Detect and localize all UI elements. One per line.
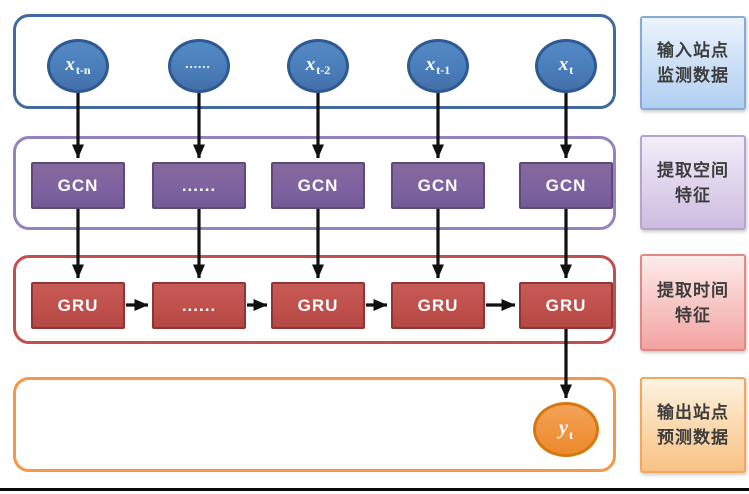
side-label-output-data: 输出站点 预测数据: [640, 377, 746, 473]
side-label-line: 提取空间: [657, 160, 729, 180]
output-node-y-t: yt: [533, 402, 599, 457]
node-label: xt-2: [305, 53, 331, 78]
node-label: ......: [181, 295, 217, 315]
gcn-node-1: GCN: [31, 162, 125, 209]
input-node-x-t: xt: [535, 39, 597, 93]
node-label: xt: [558, 53, 574, 78]
node-label: ......: [185, 56, 212, 72]
gcn-node-dots: ......: [152, 162, 246, 209]
gcn-node-5: GCN: [519, 162, 613, 209]
input-node-x-t-1: xt-1: [407, 39, 469, 93]
output-row-container: [13, 377, 616, 472]
gru-node-5: GRU: [519, 282, 613, 329]
node-label: GRU: [417, 295, 459, 315]
node-label: GCN: [297, 175, 339, 195]
side-label-line: 预测数据: [657, 428, 729, 447]
side-label-line: 输入站点: [657, 41, 729, 60]
side-label-line: 输出站点: [657, 403, 729, 422]
gru-node-3: GRU: [271, 282, 365, 329]
input-node-x-t-n: xt-n: [47, 39, 109, 93]
node-label: xt-n: [65, 53, 91, 78]
gru-node-1: GRU: [31, 282, 125, 329]
node-label: yt: [559, 416, 573, 442]
gru-node-dots: ......: [152, 282, 246, 329]
node-label: GCN: [545, 175, 587, 195]
node-label: ......: [181, 175, 217, 195]
gcn-node-3: GCN: [271, 162, 365, 209]
node-label: GRU: [57, 295, 99, 315]
node-label: GRU: [297, 295, 339, 315]
gru-node-4: GRU: [391, 282, 485, 329]
side-label-line: 监测数据: [657, 66, 729, 85]
input-node-x-t-2: xt-2: [287, 39, 349, 93]
gcn-node-4: GCN: [391, 162, 485, 209]
side-label-line: 特征: [675, 185, 711, 205]
node-label: GCN: [417, 175, 459, 195]
side-label-spatial-features: 提取空间 特征: [640, 135, 746, 230]
node-label: xt-1: [425, 53, 451, 78]
page-bottom-border: [0, 488, 749, 491]
side-label-temporal-features: 提取时间 特征: [640, 254, 746, 351]
input-node-dots: ......: [168, 39, 230, 93]
node-label: GRU: [545, 295, 587, 315]
node-label: GCN: [57, 175, 99, 195]
side-label-line: 特征: [675, 305, 711, 325]
side-label-input-data: 输入站点 监测数据: [640, 16, 746, 110]
side-label-line: 提取时间: [657, 280, 729, 300]
